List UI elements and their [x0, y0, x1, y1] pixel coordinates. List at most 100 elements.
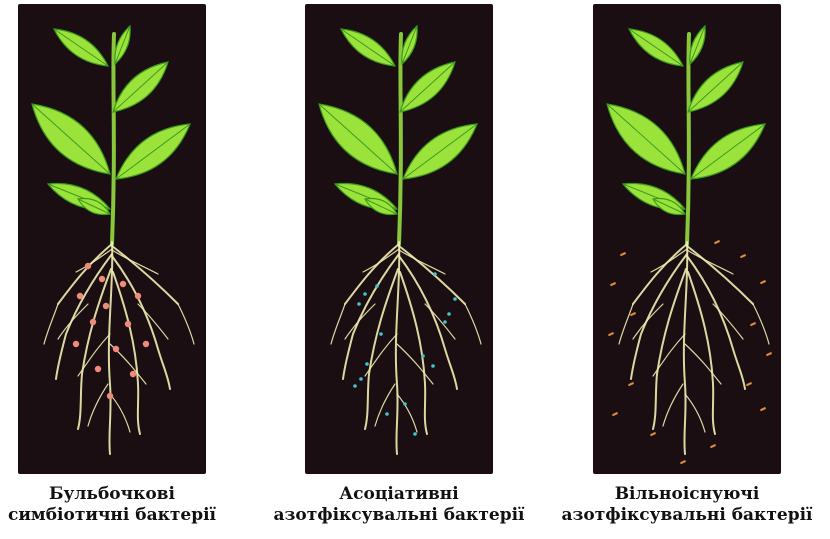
- nodule-marker: [143, 341, 149, 347]
- root: [58, 304, 88, 339]
- root: [78, 334, 110, 376]
- root: [399, 250, 445, 274]
- plant-panel-nodule: [18, 4, 206, 474]
- nodule-marker: [130, 371, 136, 377]
- root: [688, 272, 715, 434]
- bacteria-dash: [714, 240, 720, 245]
- nodule-marker: [85, 263, 91, 269]
- bacteria-dash: [650, 432, 656, 437]
- root: [465, 304, 481, 344]
- bacteria-dot: [421, 354, 425, 358]
- nodule-marker: [73, 341, 79, 347]
- bacteria-dot: [453, 297, 457, 301]
- caption-line: симбіотичні бактерії: [0, 505, 262, 526]
- bacteria-dot: [357, 302, 361, 306]
- root: [687, 256, 745, 389]
- bacteria-dash: [628, 382, 634, 387]
- root: [685, 344, 721, 384]
- leaf-vein: [319, 104, 397, 174]
- caption-nodule-bacteria: Бульбочкові симбіотичні бактерії: [0, 484, 262, 526]
- bacteria-dot: [365, 362, 369, 366]
- root: [687, 246, 753, 304]
- bacteria-dot: [433, 272, 437, 276]
- root: [685, 394, 705, 432]
- root: [88, 384, 108, 426]
- caption-line: азотфіксувальні бактерії: [249, 505, 549, 526]
- nodule-marker: [95, 366, 101, 372]
- caption-line: Бульбочкові: [0, 484, 262, 505]
- nodule-marker: [107, 393, 113, 399]
- root: [112, 250, 158, 274]
- bacteria-dot: [379, 332, 383, 336]
- leaf-vein: [691, 124, 765, 179]
- bacteria-dot: [353, 384, 357, 388]
- root: [375, 384, 395, 426]
- root: [345, 304, 375, 339]
- bacteria-dash: [608, 332, 614, 337]
- leaf-vein: [403, 124, 477, 179]
- plant-panel-associative: [305, 4, 493, 474]
- leaf-vein: [116, 124, 190, 179]
- root: [663, 384, 683, 426]
- bacteria-dash: [610, 282, 616, 287]
- bacteria-dot: [447, 312, 451, 316]
- stem: [112, 34, 114, 244]
- bacteria-dash: [620, 252, 626, 257]
- root: [331, 304, 345, 344]
- caption-line: Вільноіснуючі: [537, 484, 830, 505]
- bacteria-dash: [680, 460, 686, 465]
- leaf-vein: [400, 62, 455, 112]
- bacteria-dot: [413, 432, 417, 436]
- leaf-vein: [54, 29, 108, 66]
- bacteria-dash: [710, 444, 716, 449]
- nodule-marker: [90, 319, 96, 325]
- bacteria-dot: [359, 377, 363, 381]
- root: [619, 304, 633, 344]
- nodule-marker: [120, 281, 126, 287]
- plant-illustration: [305, 4, 493, 474]
- bacteria-dot: [375, 284, 379, 288]
- caption-line: Асоціативні: [249, 484, 549, 505]
- plant-illustration: [18, 4, 206, 474]
- root: [365, 334, 397, 376]
- leaf-vein: [341, 29, 395, 66]
- caption-line: азотфіксувальні бактерії: [537, 505, 830, 526]
- bacteria-dot: [443, 320, 447, 324]
- root: [78, 269, 111, 429]
- root: [112, 246, 178, 304]
- nodule-marker: [113, 346, 119, 352]
- bacteria-dash: [630, 312, 636, 317]
- root: [178, 304, 194, 344]
- root: [399, 246, 465, 304]
- bacteria-dash: [750, 322, 756, 327]
- leaf-vein: [607, 104, 685, 174]
- root: [112, 256, 170, 389]
- nodule-marker: [135, 293, 141, 299]
- root: [44, 304, 58, 344]
- root: [399, 256, 457, 389]
- nodule-marker: [125, 321, 131, 327]
- bacteria-dash: [760, 280, 766, 285]
- bacteria-dot: [403, 402, 407, 406]
- stem: [399, 34, 401, 244]
- bacteria-dot: [385, 412, 389, 416]
- root: [687, 250, 733, 274]
- root: [110, 394, 130, 432]
- bacteria-dot: [431, 364, 435, 368]
- leaf-vein: [32, 104, 110, 174]
- caption-associative-bacteria: Асоціативні азотфіксувальні бактерії: [249, 484, 549, 526]
- plant-illustration: [593, 4, 781, 474]
- bacteria-dash: [740, 254, 746, 259]
- leaf-vein: [688, 62, 743, 112]
- leaf-vein: [629, 29, 683, 66]
- bacteria-dash: [766, 352, 772, 357]
- caption-free-living-bacteria: Вільноіснуючі азотфіксувальні бактерії: [537, 484, 830, 526]
- root: [653, 334, 685, 376]
- stem: [687, 34, 689, 244]
- root: [397, 344, 433, 384]
- nodule-marker: [99, 276, 105, 282]
- root: [397, 394, 417, 432]
- plant-panel-free-living: [593, 4, 781, 474]
- nodule-marker: [103, 303, 109, 309]
- root: [653, 269, 686, 429]
